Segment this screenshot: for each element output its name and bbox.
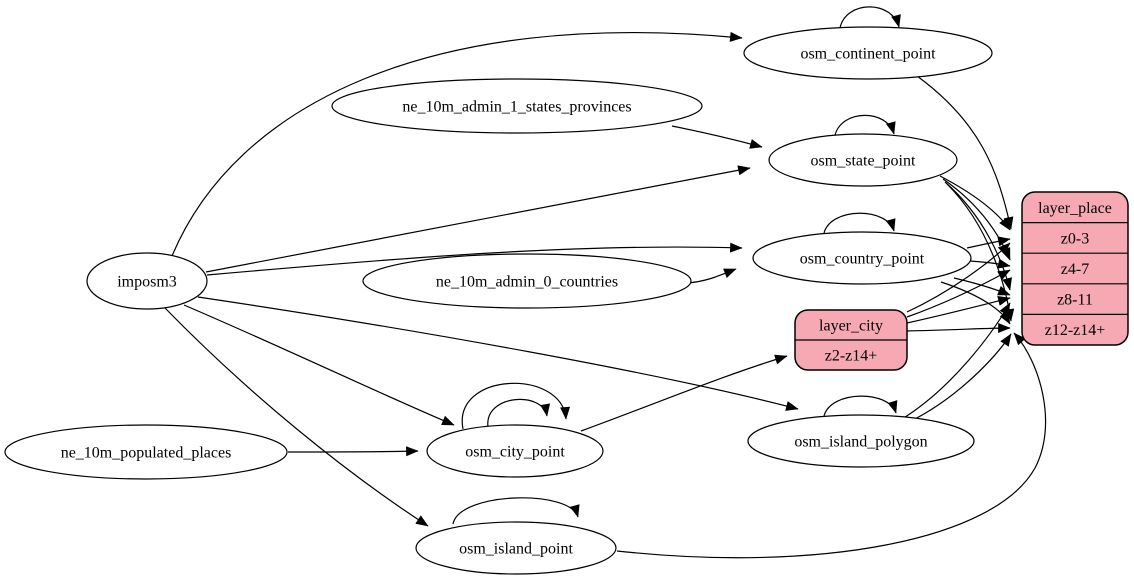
edge-osm_country_point-to-layer_place-z8-11 (953, 277, 1011, 296)
node-ne_10m_admin_0_countries: ne_10m_admin_0_countries (362, 253, 692, 309)
node-label-osm_island_polygon: osm_island_polygon (794, 434, 927, 451)
node-shape-osm_island_point (415, 521, 617, 575)
edge-osm_island_point-to-osm_island_point (452, 497, 580, 525)
node-osm_continent_point: osm_continent_point (743, 26, 993, 80)
edge-ne_10m_admin_0_countries-to-osm_country_point (687, 268, 737, 284)
edge-osm_continent_point-to-layer_place-z0-3 (916, 75, 1014, 230)
edge-osm_country_point-to-layer_place-z0-3 (966, 236, 1011, 249)
edge-layer_city-to-layer_place-z4-7 (906, 269, 1011, 318)
node-label-osm_state_point: osm_state_point (811, 153, 916, 170)
edge-osm_city_point-to-osm_city_point-1 (461, 382, 571, 430)
edge-imposm3-to-osm_country_point (206, 242, 743, 276)
edge-imposm3-to-osm_island_polygon (197, 296, 799, 411)
node-shape-osm_country_point (752, 231, 972, 285)
edge-osm_island_polygon-to-osm_island_polygon (823, 395, 898, 417)
node-ne_10m_admin_1_states_provinces: ne_10m_admin_1_states_provinces (331, 78, 703, 134)
edge-layer_city-to-layer_place-z12-z14+ (906, 323, 1011, 334)
record-row-layer_place-z0-3: z0-3 (1061, 230, 1089, 247)
node-label-ne_10m_populated_places: ne_10m_populated_places (61, 445, 232, 462)
record-row-layer_city-layer_city: layer_city (819, 318, 883, 335)
edge-imposm3-to-osm_continent_point (171, 31, 743, 257)
record-row-layer_place-z12-z14+: z12-z14+ (1045, 322, 1106, 339)
edge-osm_state_point-to-osm_state_point (834, 114, 896, 136)
record-row-layer_place-layer_place: layer_place (1038, 200, 1112, 217)
node-osm_city_point: osm_city_point (426, 424, 604, 478)
node-shape-imposm3 (86, 252, 208, 310)
edge-layer_city-to-layer_place-z8-11 (906, 296, 1011, 324)
edge-ne_10m_admin_1_states_provinces-to-osm_state_point (671, 125, 763, 149)
node-shape-ne_10m_admin_0_countries (362, 253, 692, 309)
node-shape-ne_10m_admin_1_states_provinces (331, 78, 703, 134)
node-imposm3: imposm3 (86, 252, 208, 310)
record-shape-layer_place (1021, 191, 1129, 346)
node-osm_island_point: osm_island_point (415, 521, 617, 575)
edge-osm_state_point-to-layer_place-z0-3 (939, 175, 1011, 231)
node-label-osm_city_point: osm_city_point (465, 444, 565, 461)
edge-layer_city-to-layer_place-z0-3 (906, 242, 1011, 313)
record-row-layer_city-z2-z14+: z2-z14+ (825, 348, 878, 365)
edge-osm_country_point-to-layer_place-z4-7 (969, 258, 1011, 269)
node-label-osm_continent_point: osm_continent_point (800, 46, 936, 63)
edge-osm_island_point-to-layer_place-z12-z14+ (616, 332, 1047, 559)
record-row-layer_place-z8-11: z8-11 (1057, 292, 1093, 309)
node-label-osm_country_point: osm_country_point (800, 251, 925, 268)
edge-ne_10m_populated_places-to-osm_city_point (287, 446, 419, 457)
node-label-ne_10m_admin_1_states_provinces: ne_10m_admin_1_states_provinces (402, 99, 631, 116)
edge-osm_island_polygon-to-layer_place-z12-z14+ (906, 333, 1012, 424)
edge-osm_city_point-to-osm_city_point-2 (487, 398, 551, 428)
node-osm_state_point: osm_state_point (768, 133, 958, 187)
record-row-layer_place-z4-7: z4-7 (1061, 261, 1089, 278)
node-shape-ne_10m_populated_places (4, 424, 288, 480)
node-label-osm_island_point: osm_island_point (459, 541, 573, 558)
node-osm_island_polygon: osm_island_polygon (747, 414, 975, 468)
node-layer_city: layer_city z2-z14+ (794, 309, 908, 371)
edge-osm_island_polygon-to-layer_place-z8-11 (901, 302, 1011, 420)
node-shape-osm_city_point (426, 424, 604, 478)
node-label-imposm3: imposm3 (117, 274, 177, 291)
node-label-ne_10m_admin_0_countries: ne_10m_admin_0_countries (436, 274, 618, 291)
node-layer_place: layer_place z0-3 z4-7 z8-11 z12-z14+ (1021, 191, 1129, 346)
edge-imposm3-to-osm_island_point (164, 307, 429, 527)
node-osm_country_point: osm_country_point (752, 231, 972, 285)
edge-osm_city_point-to-layer_city-z2-z14+ (580, 354, 788, 432)
node-ne_10m_populated_places: ne_10m_populated_places (4, 424, 288, 480)
edge-osm_country_point-to-osm_country_point (823, 212, 896, 234)
node-shape-osm_state_point (768, 133, 958, 187)
node-shape-osm_continent_point (743, 26, 993, 80)
node-shape-osm_island_polygon (747, 414, 975, 468)
edge-imposm3-to-osm_city_point (183, 304, 455, 426)
edge-osm_continent_point-to-osm_continent_point (839, 6, 901, 29)
